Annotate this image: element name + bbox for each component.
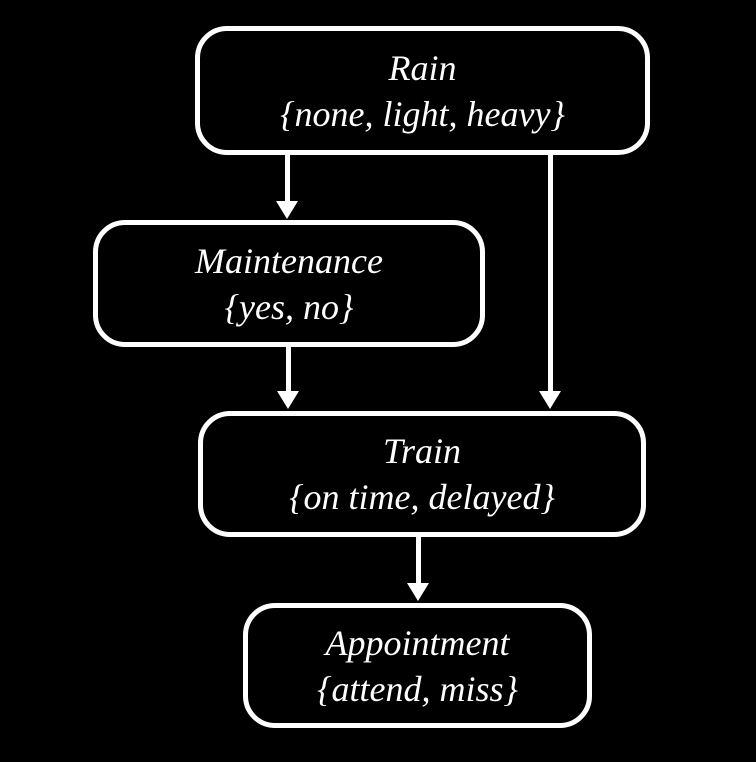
node-appointment: Appointment {attend, miss}: [243, 603, 592, 728]
arrow-shaft: [548, 155, 553, 393]
node-train-values: {on time, delayed}: [289, 477, 555, 517]
node-train-label: Train: [382, 431, 462, 471]
node-maintenance: Maintenance {yes, no}: [93, 220, 485, 347]
node-train: Train {on time, delayed}: [198, 411, 646, 537]
arrow-shaft: [416, 537, 421, 585]
arrow-down-icon: [539, 391, 561, 409]
arrow-shaft: [285, 155, 290, 203]
node-maintenance-label: Maintenance: [195, 240, 383, 281]
arrow-down-icon: [276, 201, 298, 219]
node-maintenance-values: {yes, no}: [224, 286, 354, 327]
node-appointment-values: {attend, miss}: [317, 668, 518, 709]
arrow-down-icon: [277, 391, 299, 409]
node-rain: Rain {none, light, heavy}: [195, 26, 650, 155]
arrow-shaft: [286, 347, 291, 393]
node-appointment-label: Appointment: [325, 622, 510, 663]
node-rain-values: {none, light, heavy}: [280, 93, 565, 134]
node-rain-label: Rain: [388, 47, 457, 88]
arrow-down-icon: [407, 583, 429, 601]
